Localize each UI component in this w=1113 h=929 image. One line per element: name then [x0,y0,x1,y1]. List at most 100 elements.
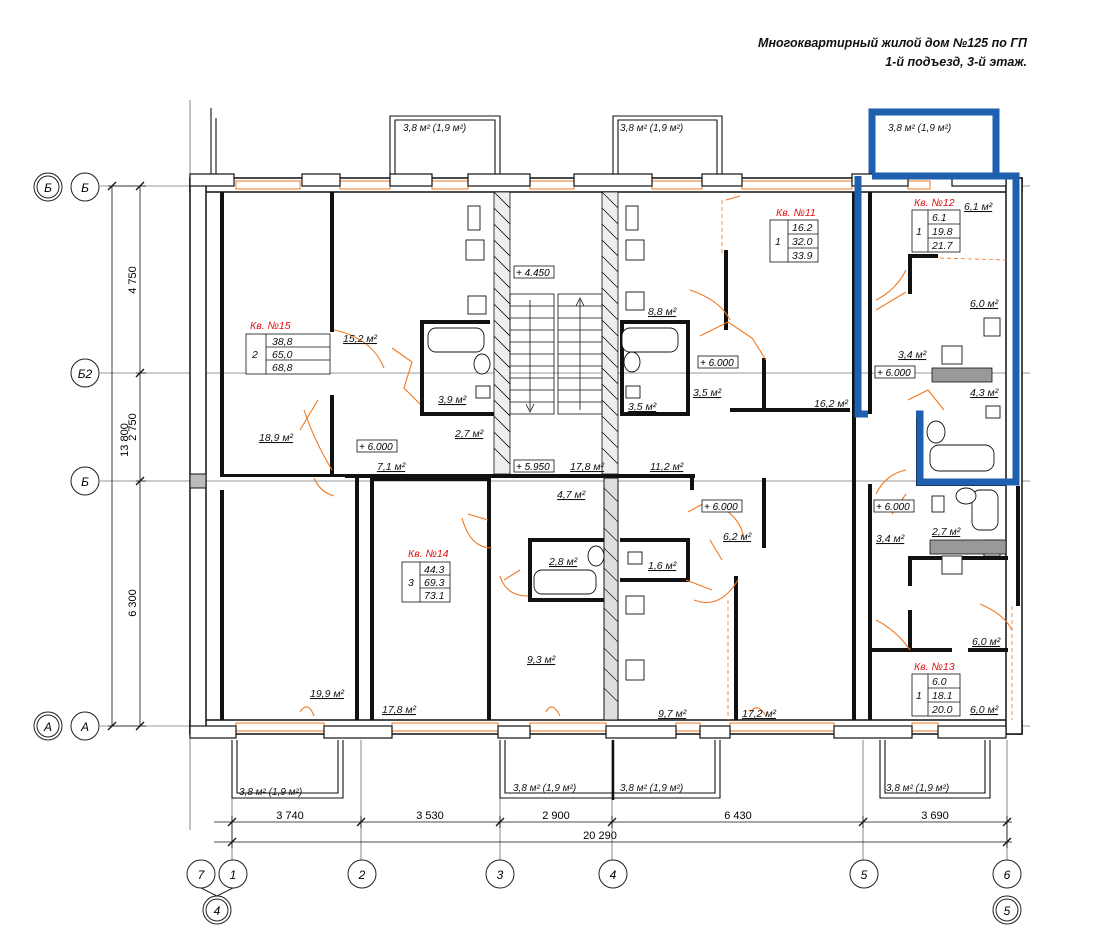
room-area: 4,3 м² [970,387,999,399]
apt14-title: Кв. №14 [408,548,449,560]
room-area: 8,8 м² [648,306,677,318]
fridge-icon [467,295,487,315]
sink-icon [623,351,641,373]
apt11-title: Кв. №11 [776,207,816,219]
toilet-icon [625,385,641,399]
balcony-area: 3,8 м² (1,9 м²) [886,783,949,794]
room-area: 17,8 м² [570,461,605,473]
apt11-v2: 32.0 [792,236,813,248]
plumbing-fixtures [427,205,1001,681]
stove-icon [465,239,485,261]
sink-icon [955,487,977,505]
room-area: 2,8 м² [548,556,578,568]
room-area: 4,7 м² [557,489,586,501]
sink-icon [926,420,946,444]
room-area: 2,7 м² [931,526,961,538]
axis-markers: Б Б Б2 Б А А 7 1 2 3 4 5 6 4 5 [33,172,1022,925]
dim-horizontal-4: 6 430 [724,810,752,822]
room-area: 17,2 м² [742,708,777,720]
highlighted-balcony [868,108,1000,178]
room-area: 3,5 м² [628,401,657,413]
level-marks: + 4.450 + 5.950 + 6.000 + 6.000 + 6.000 … [356,265,916,513]
level-mark: + 6.000 [359,442,393,453]
sink-icon [587,545,605,567]
toilet-icon [475,385,491,399]
apt14-v3: 73.1 [424,590,444,602]
balcony-area: 3,8 м² (1,9 м²) [403,123,466,134]
dim-horizontal-5: 3 690 [921,810,949,822]
bathtub-icon [533,569,597,595]
room-area: 3,9 м² [438,394,467,406]
apt11-rooms: 1 [775,236,781,248]
apt13-v3: 20.0 [931,704,953,716]
axis-bottom-4: 4 [610,868,617,882]
balcony-labels: 3,8 м² (1,9 м²) 3,8 м² (1,9 м²) 3,8 м² (… [239,123,951,798]
balcony-area: 3,8 м² (1,9 м²) [513,783,576,794]
axis-bottom-2: 2 [358,868,366,882]
room-area: 17,8 м² [382,704,417,716]
dim-horizontal-2: 3 530 [416,810,444,822]
apartment-texts: Кв. №15 2 38,8 65,0 68,8 Кв. №14 3 44.3 … [250,197,955,716]
dim-vertical-2: 2 750 [127,413,139,441]
axis-bottom-7: 7 [198,868,206,882]
apt13-title: Кв. №13 [914,661,955,673]
axis-bottom-second-2: 5 [1004,904,1011,918]
balcony-area: 3,8 м² (1,9 м²) [239,787,302,798]
room-area: 6,0 м² [970,704,999,716]
room-area: 1,6 м² [648,560,677,572]
toilet-icon [627,551,643,565]
apt14-rooms: 3 [408,577,414,589]
room-area: 9,3 м² [527,654,556,666]
room-area: 2,7 м² [454,428,484,440]
balconies [210,108,991,799]
room-area: 18,9 м² [259,432,294,444]
room-area: 3,4 м² [898,349,927,361]
room-area: 6,0 м² [972,636,1001,648]
stove-icon [625,659,645,681]
drawing-title: Многоквартирный жилой дом №125 по ГП [758,36,1027,50]
dim-horizontal-total: 20 290 [583,830,617,842]
level-mark: + 6.000 [877,368,911,379]
toilet-icon [931,495,945,513]
room-area: 19,9 м² [310,688,345,700]
apt15-title: Кв. №15 [250,320,291,332]
door-swings [299,195,1013,717]
shaft-wall [603,477,619,721]
level-mark: + 6.000 [876,502,910,513]
wall-piers [189,173,1007,739]
axis-left-3: Б [81,475,89,489]
drawing-subtitle: 1-й подъезд, 3-й этаж. [885,55,1027,69]
apt14-v2: 69.3 [424,577,445,589]
balcony-area: 3,8 м² (1,9 м²) [620,783,683,794]
windows [235,180,939,732]
level-mark: + 6.000 [700,358,734,369]
apt12-v1: 6.1 [932,212,947,224]
dimension-ticks [107,181,1012,847]
highlighted-apartment-outline [854,172,1020,486]
apt11-v1: 16.2 [792,222,813,234]
counter-icon [467,205,481,231]
stove-icon [625,239,645,261]
bathtub-icon [971,489,999,531]
level-mark: + 6.000 [704,502,738,513]
room-areas: 15,2 м² 18,9 м² 3,9 м² 2,7 м² 7,1 м² 17,… [259,201,1001,720]
bathtub-icon [427,327,485,353]
vent-blocks [929,367,1007,555]
apt12-v3: 21.7 [931,240,954,252]
room-area: 6,2 м² [723,531,752,543]
apt13-rooms: 1 [916,690,922,702]
apt12-title: Кв. №12 [914,197,955,209]
fridge-icon [625,291,645,311]
apartment-tables [245,209,961,717]
axis-grid [100,100,1030,860]
dim-horizontal-3: 2 900 [542,810,570,822]
apt15-v1: 38,8 [272,336,293,348]
dim-vertical-1: 4 750 [127,266,139,294]
room-area: 9,7 м² [658,708,687,720]
apt11-v3: 33.9 [792,250,813,262]
axis-bottom-6: 6 [1004,868,1011,882]
level-mark: + 5.950 [516,462,550,473]
room-area: 3,4 м² [876,533,905,545]
bathtub-icon [621,327,679,353]
